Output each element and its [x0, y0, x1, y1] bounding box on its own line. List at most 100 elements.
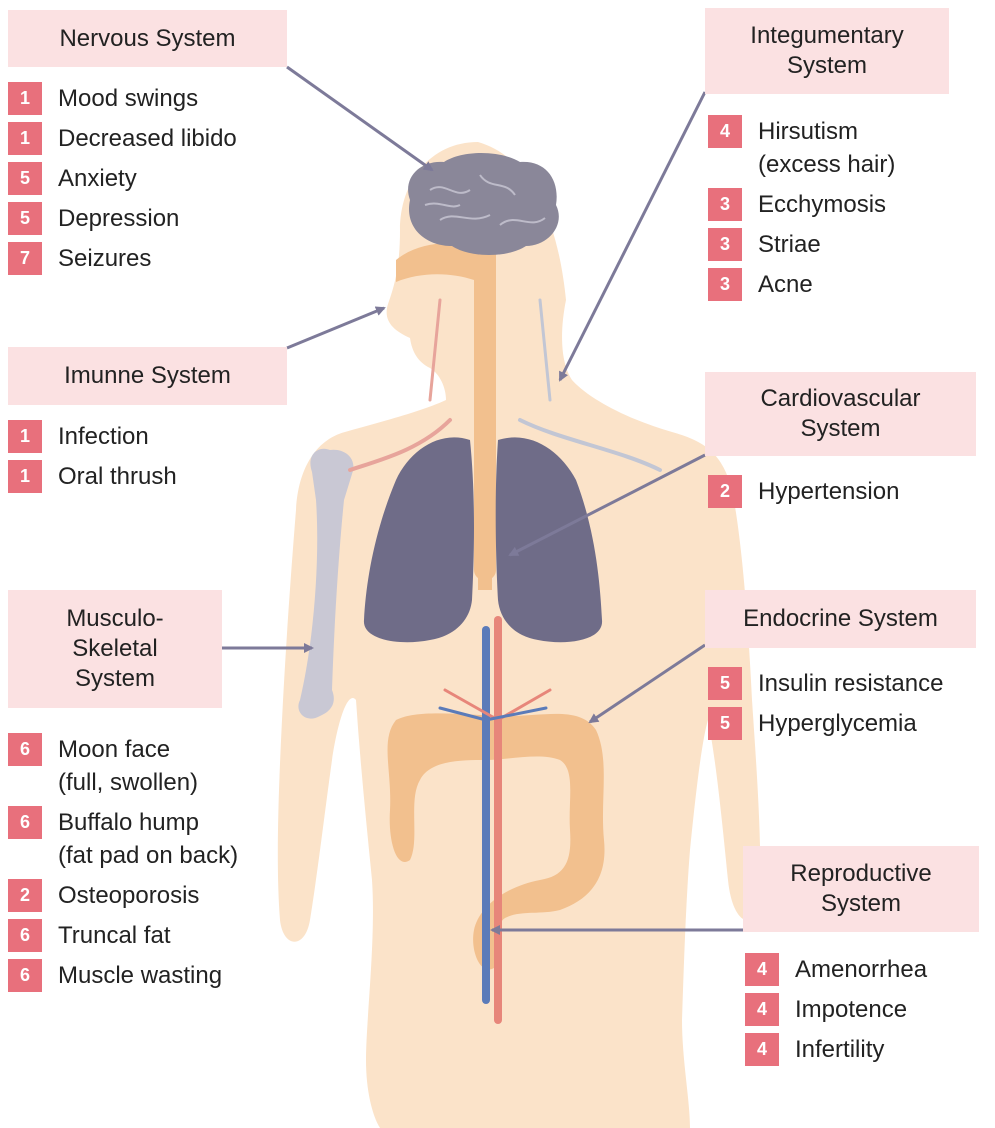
frequency-badge: 6	[8, 919, 42, 952]
frequency-badge: 4	[745, 993, 779, 1026]
musculoskeletal-system-list: 6Moon face(full, swollen) 6Buffalo hump(…	[8, 733, 238, 999]
body-silhouette	[278, 142, 761, 1128]
list-item: 6 Muscle wasting	[8, 959, 238, 992]
symptom: Hyperglycemia	[758, 707, 917, 740]
reproductive-system-label: Reproductive System	[743, 846, 979, 932]
list-item: 4 Infertility	[745, 1033, 927, 1066]
arrow-integumentary	[560, 92, 705, 380]
symptom: Muscle wasting	[58, 959, 222, 992]
frequency-badge: 1	[8, 82, 42, 115]
frequency-badge: 1	[8, 420, 42, 453]
frequency-badge: 3	[708, 228, 742, 261]
list-item: 3 Ecchymosis	[708, 188, 895, 221]
list-item: 1 Oral thrush	[8, 460, 177, 493]
frequency-badge: 1	[8, 460, 42, 493]
frequency-badge: 2	[8, 879, 42, 912]
frequency-badge: 6	[8, 959, 42, 992]
symptom: Infection	[58, 420, 149, 453]
frequency-badge: 6	[8, 733, 42, 766]
frequency-badge: 4	[745, 953, 779, 986]
frequency-badge: 1	[8, 122, 42, 155]
nervous-system-label: Nervous System	[8, 10, 287, 67]
frequency-badge: 5	[708, 707, 742, 740]
frequency-badge: 5	[8, 162, 42, 195]
arrow-nervous	[287, 67, 432, 170]
immune-system-label: Imunne System	[8, 347, 287, 405]
symptom-line: Striae	[758, 228, 821, 261]
list-item: 2 Osteoporosis	[8, 879, 238, 912]
symptom: Ecchymosis	[758, 188, 886, 221]
musculoskeletal-system-label: Musculo- Skeletal System	[8, 590, 222, 708]
list-item: 5 Depression	[8, 202, 237, 235]
list-item: 4 Hirsutism(excess hair)	[708, 115, 895, 181]
list-item: 3 Striae	[708, 228, 895, 261]
symptom-line: Hirsutism	[758, 115, 895, 148]
cardiovascular-system-label: Cardiovascular System	[705, 372, 976, 456]
symptom: Amenorrhea	[795, 953, 927, 986]
symptom-line: Osteoporosis	[58, 879, 199, 912]
label-line: System	[821, 889, 901, 919]
list-item: 5 Anxiety	[8, 162, 237, 195]
endocrine-system-label: Endocrine System	[705, 590, 976, 648]
nervous-system-title: Nervous System	[59, 24, 235, 54]
symptom: Impotence	[795, 993, 907, 1026]
symptom-line: Truncal fat	[58, 919, 171, 952]
symptom-line: Ecchymosis	[758, 188, 886, 221]
symptom: Oral thrush	[58, 460, 177, 493]
list-item: 6 Truncal fat	[8, 919, 238, 952]
symptom: Buffalo hump(fat pad on back)	[58, 806, 238, 872]
label-line: System	[800, 414, 880, 444]
list-item: 4 Impotence	[745, 993, 927, 1026]
frequency-badge: 3	[708, 188, 742, 221]
frequency-badge: 5	[8, 202, 42, 235]
list-item: 7 Seizures	[8, 242, 237, 275]
symptom-line: (excess hair)	[758, 148, 895, 181]
symptom: Insulin resistance	[758, 667, 943, 700]
symptom: Osteoporosis	[58, 879, 199, 912]
frequency-badge: 7	[8, 242, 42, 275]
list-item: 5 Insulin resistance	[708, 667, 943, 700]
integumentary-system-label: Integumentary System	[705, 8, 949, 94]
frequency-badge: 4	[708, 115, 742, 148]
symptom-line: Muscle wasting	[58, 959, 222, 992]
label-line: Integumentary	[750, 21, 903, 51]
arrow-immune	[287, 308, 384, 348]
endocrine-system-title: Endocrine System	[743, 604, 938, 634]
label-line: System	[75, 664, 155, 694]
symptom-line: (full, swollen)	[58, 766, 198, 799]
frequency-badge: 3	[708, 268, 742, 301]
list-item: 1 Infection	[8, 420, 177, 453]
symptom: Truncal fat	[58, 919, 171, 952]
label-line: Skeletal	[72, 634, 157, 664]
symptom-line: Buffalo hump	[58, 806, 238, 839]
symptom: Moon face(full, swollen)	[58, 733, 198, 799]
symptom-line: Acne	[758, 268, 813, 301]
label-line: Reproductive	[790, 859, 931, 889]
list-item: 6 Moon face(full, swollen)	[8, 733, 238, 799]
symptom: Depression	[58, 202, 179, 235]
symptom: Striae	[758, 228, 821, 261]
symptom-line: Moon face	[58, 733, 198, 766]
symptom-line: (fat pad on back)	[58, 839, 238, 872]
list-item: 1 Decreased libido	[8, 122, 237, 155]
symptom: Hypertension	[758, 475, 899, 508]
symptom: Anxiety	[58, 162, 137, 195]
symptom: Seizures	[58, 242, 151, 275]
label-line: Musculo-	[66, 604, 163, 634]
immune-system-title: Imunne System	[64, 361, 231, 391]
symptom: Decreased libido	[58, 122, 237, 155]
frequency-badge: 5	[708, 667, 742, 700]
label-line: System	[787, 51, 867, 81]
list-item: 4 Amenorrhea	[745, 953, 927, 986]
frequency-badge: 4	[745, 1033, 779, 1066]
trachea	[478, 430, 492, 590]
list-item: 3 Acne	[708, 268, 895, 301]
symptom: Infertility	[795, 1033, 884, 1066]
list-item: 5 Hyperglycemia	[708, 707, 943, 740]
